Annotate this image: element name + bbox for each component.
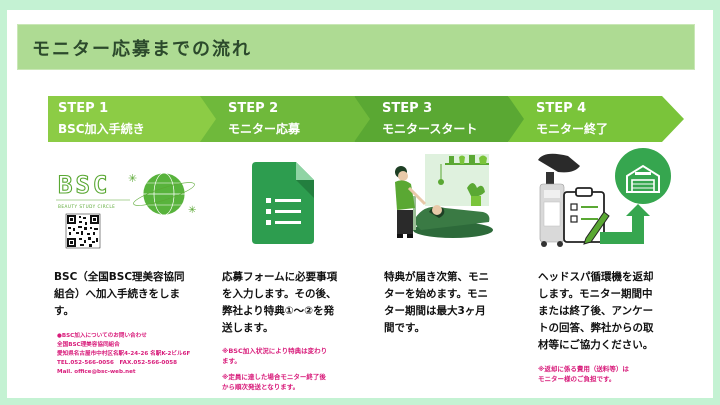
step-1-chevron: STEP 1 BSC加入手続き bbox=[48, 96, 224, 142]
step-1-number: STEP 1 bbox=[58, 101, 109, 116]
contact-email: Mail. office@bsc-web.net bbox=[57, 369, 136, 375]
note-line: ※返却に係る費用（送料等）は bbox=[538, 365, 629, 373]
return-and-survey-icon bbox=[538, 148, 671, 247]
note-line: ※定員に達した場合モニター終了後 bbox=[222, 373, 326, 381]
step-4-text-line: ヘッドスパ循環機を返却 bbox=[538, 271, 654, 283]
note-line: から順次発送となります。 bbox=[222, 383, 300, 391]
svg-text:✳: ✳ bbox=[128, 172, 137, 185]
contact-address: 愛知県名古屋市中村区名駅4-24-26 名駅K-2ビル6F bbox=[57, 351, 191, 357]
step-2-description: 応募フォームに必要事項 を入力します。その後、 弊社より特典①～②を発 送します… bbox=[222, 269, 362, 337]
step-1-text-line: BSC（全国BSC理美容協同 bbox=[54, 271, 185, 283]
step-2-text-line: 応募フォームに必要事項 bbox=[222, 271, 338, 283]
step-2-text-line: 送します。 bbox=[222, 322, 274, 334]
contact-heading: ●BSC加入についてのお問い合わせ bbox=[57, 333, 147, 339]
step-4-text-line: または終了後、アンケー bbox=[538, 305, 654, 317]
step-2-chevron: STEP 2 モニター応募 bbox=[200, 96, 376, 142]
step-3-text-line: 間です。 bbox=[384, 322, 425, 334]
bsc-contact-info: ●BSC加入についてのお問い合わせ 全国BSC理美容協同組合 愛知県名古屋市中村… bbox=[57, 332, 190, 377]
step-3-description: 特典が届き次第、モニ ターを始めます。モニ ター期間は最大3ヶ月 間です。 bbox=[384, 269, 504, 337]
step-2-text-line: を入力します。その後、 bbox=[222, 288, 337, 300]
step-2-note-1: ※BSC加入状況により特典は変わり ます。 bbox=[222, 346, 327, 366]
step-4-text-line: します。モニター期間中 bbox=[538, 288, 653, 300]
note-line: モニター様のご負担です。 bbox=[538, 375, 616, 383]
note-line: ます。 bbox=[222, 357, 241, 365]
step-3-text-line: ター期間は最大3ヶ月 bbox=[384, 305, 486, 317]
step-4-chevron: STEP 4 モニター終了 bbox=[508, 96, 684, 142]
step-3-number: STEP 3 bbox=[382, 101, 433, 116]
step-4-text-line: トの回答、弊社からの取 bbox=[538, 322, 654, 334]
step-4-description: ヘッドスパ循環機を返却 します。モニター期間中 または終了後、アンケー トの回答… bbox=[538, 269, 678, 354]
step-3-text-line: ターを始めます。モニ bbox=[384, 288, 488, 300]
step-1-description: BSC（全国BSC理美容協同 組合）へ加入手続きをしま す。 bbox=[54, 269, 204, 320]
bsc-logo-text: BSC bbox=[58, 171, 110, 199]
application-form-icon bbox=[252, 162, 314, 244]
contact-org: 全国BSC理美容協同組合 bbox=[57, 342, 120, 348]
step-3-text-line: 特典が届き次第、モニ bbox=[384, 271, 489, 283]
step-2-label: モニター応募 bbox=[228, 122, 301, 136]
step-3-label: モニタースタート bbox=[382, 122, 478, 136]
step-1-text-line: 組合）へ加入手続きをしま bbox=[54, 288, 180, 300]
note-line: ※BSC加入状況により特典は変わり bbox=[222, 347, 328, 355]
step-4-number: STEP 4 bbox=[536, 101, 587, 116]
step-2-note-2: ※定員に達した場合モニター終了後 から順次発送となります。 bbox=[222, 372, 326, 392]
bsc-logo-subtext: BEAUTY STUDY CIRCLE bbox=[58, 204, 115, 209]
contact-phone: TEL.052-566-0056 FAX.052-566-0058 bbox=[57, 360, 177, 366]
step-2-text-line: 弊社より特典①～②を発 bbox=[222, 305, 335, 317]
step-4-label: モニター終了 bbox=[536, 122, 609, 136]
svg-text:✳: ✳ bbox=[188, 205, 196, 216]
step-2-number: STEP 2 bbox=[228, 101, 279, 116]
step-1-text-line: す。 bbox=[54, 305, 74, 317]
bsc-logo-icon: BSC BEAUTY STUDY CIRCLE ✳ ✳ bbox=[56, 170, 196, 249]
step-1-label: BSC加入手続き bbox=[58, 122, 145, 136]
step-4-note: ※返却に係る費用（送料等）は モニター様のご負担です。 bbox=[538, 364, 629, 384]
title-bar: モニター応募までの流れ bbox=[17, 24, 695, 70]
salon-shampoo-icon bbox=[395, 154, 493, 238]
step-4-text-line: 材等にご協力ください。 bbox=[538, 339, 654, 351]
page-title: モニター応募までの流れ bbox=[32, 39, 252, 60]
step-3-chevron: STEP 3 モニタースタート bbox=[354, 96, 530, 142]
